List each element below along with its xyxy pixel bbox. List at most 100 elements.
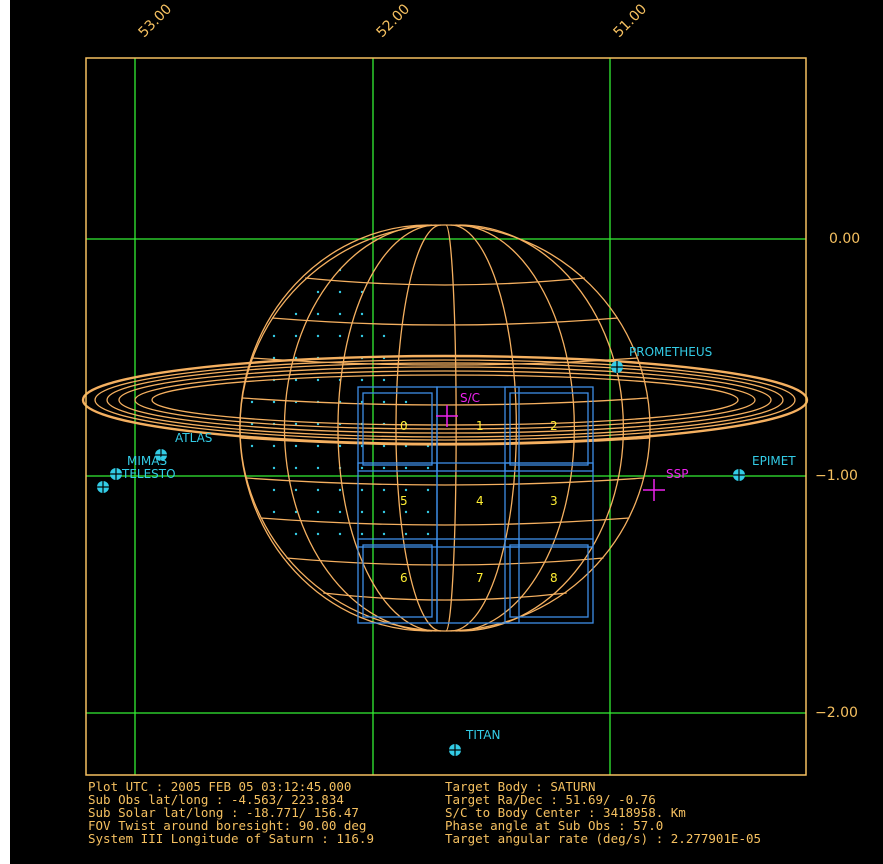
ssp-marker-label: SSP [666, 467, 688, 481]
night-dot-22 [316, 378, 320, 382]
footprint-2 [504, 386, 594, 472]
night-dot-11 [338, 334, 342, 338]
moon-symbols [97, 361, 745, 756]
night-dot-25 [382, 378, 386, 382]
footprint-3 [504, 462, 594, 548]
footprint-8-inner [509, 544, 589, 618]
night-dot-70 [338, 510, 342, 514]
night-dot-58 [426, 466, 430, 470]
info-sub-solar: Sub Solar lat/long : -18.771/ 156.47 [88, 805, 359, 820]
night-dot-52 [294, 466, 298, 470]
night-dot-12 [360, 334, 364, 338]
ring-2 [106, 362, 784, 438]
night-dot-26 [250, 400, 254, 404]
night-dot-24 [360, 378, 364, 382]
night-dot-5 [316, 312, 320, 316]
tile-label-0: 0 [400, 419, 408, 433]
moon-symbol-titan [449, 744, 461, 756]
tile-label-1: 1 [476, 419, 484, 433]
marker-labels: S/C SSP [460, 391, 688, 481]
night-dot-65 [404, 488, 408, 492]
meridian-line-5 [450, 224, 518, 632]
night-dot-79 [382, 532, 386, 536]
meridian-line-6 [455, 224, 575, 632]
night-dot-32 [382, 400, 386, 404]
moon-label-mimas: MIMAS [127, 454, 167, 468]
moon-label-atlas: ATLAS [175, 431, 212, 445]
latitude-line-4 [240, 437, 650, 446]
plot-background [10, 0, 883, 864]
tile-label-7: 7 [476, 571, 484, 585]
moon-label-telesto: TELESTO [121, 467, 176, 481]
night-dot-55 [360, 466, 364, 470]
instrument-footprints [357, 386, 594, 624]
ring-0 [81, 354, 809, 446]
moon-label-epimetheus: EPIMET [752, 454, 796, 468]
night-dot-69 [316, 510, 320, 514]
position-markers [436, 405, 665, 501]
night-dot-80 [404, 532, 408, 536]
moon-label-prometheus: PROMETHEUS [629, 345, 712, 359]
night-dot-64 [382, 488, 386, 492]
night-dot-63 [360, 488, 364, 492]
night-dot-75 [294, 532, 298, 536]
night-dot-8 [272, 334, 276, 338]
night-dot-67 [272, 510, 276, 514]
latitude-line-5 [246, 477, 644, 486]
info-right-block: Target Body : SATURN Target Ra/Dec : 51.… [445, 779, 761, 846]
latitude-line-6 [260, 517, 630, 526]
night-dot-7 [360, 312, 364, 316]
night-dot-57 [404, 466, 408, 470]
night-dot-1 [316, 290, 320, 294]
dec-axis-labels: 0.00 −1.00 −2.00 [815, 231, 860, 721]
footprint-8 [504, 538, 594, 624]
latitude-line-0 [305, 277, 585, 286]
ra-dec-grid [86, 58, 806, 775]
tile-label-4: 4 [476, 494, 484, 508]
night-dot-37 [316, 422, 320, 426]
tile-labels: 0 1 2 5 4 3 6 7 8 [400, 419, 558, 585]
night-dot-53 [316, 466, 320, 470]
footprint-6-inner [362, 544, 433, 618]
night-dot-13 [382, 334, 386, 338]
night-dot-14 [272, 356, 276, 360]
night-dot-72 [382, 510, 386, 514]
night-dot-42 [250, 444, 254, 448]
night-dot-71 [360, 510, 364, 514]
ring-3 [118, 366, 772, 434]
night-dot-48 [382, 444, 386, 448]
night-dot-6 [338, 312, 342, 316]
night-dot-81 [426, 532, 430, 536]
ring-4 [134, 370, 756, 430]
meridian-line-2 [337, 224, 437, 632]
latitude-line-7 [286, 557, 604, 566]
night-dot-68 [294, 510, 298, 514]
moon-symbol-atlas [155, 449, 167, 461]
tile-label-6: 6 [400, 571, 408, 585]
night-dot-36 [294, 422, 298, 426]
night-dot-74 [426, 510, 430, 514]
info-left-block: Plot UTC : 2005 FEB 05 03:12:45.000 Sub … [88, 779, 374, 846]
night-dot-45 [316, 444, 320, 448]
plot-frame [85, 57, 807, 776]
footprint-4 [436, 462, 520, 548]
latitude-line-2 [252, 357, 638, 366]
night-dot-4 [294, 312, 298, 316]
meridian-line-0 [239, 224, 429, 632]
latitude-line-1 [271, 317, 619, 326]
info-angular-rate: Target angular rate (deg/s) : 2.277901E-… [445, 831, 761, 846]
moon-symbol-epimetheus [733, 469, 745, 481]
moon-symbol-telesto [97, 481, 109, 493]
info-target-body: Target Body : SATURN [445, 779, 596, 794]
info-system-iii: System III Longitude of Saturn : 116.9 [88, 831, 374, 846]
tile-label-8: 8 [550, 571, 558, 585]
night-dot-21 [294, 378, 298, 382]
footprint-7 [436, 538, 520, 624]
night-dot-33 [404, 400, 408, 404]
night-dot-2 [338, 290, 342, 294]
latitude-line-8 [323, 592, 567, 601]
info-phase-angle: Phase angle at Sub Obs : 57.0 [445, 818, 663, 833]
tile-label-5: 5 [400, 494, 408, 508]
meridian-line-7 [459, 224, 625, 632]
